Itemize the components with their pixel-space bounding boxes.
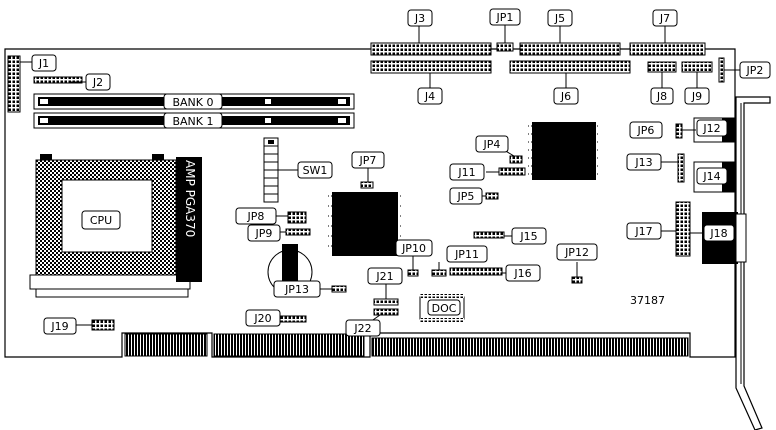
label-j13: J13 [634,156,652,169]
label-j4: J4 [424,90,435,103]
label-j11: J11 [457,166,475,179]
label-doc: DOC [432,302,457,315]
chip-south [332,192,398,256]
jp11-jumper [431,269,447,277]
label-j16: J16 [513,267,531,280]
label-j2: J2 [92,76,103,89]
label-j20: J20 [253,312,271,325]
chip-north [532,122,596,180]
j19-connector [91,319,115,331]
j16-connector [449,267,503,276]
label-jp7: JP7 [359,154,377,167]
jp5-jumper [485,192,499,200]
label-jp12: JP12 [564,246,589,259]
j8-connector [647,61,677,73]
label-j15: J15 [519,230,537,243]
label-j8: J8 [656,90,667,103]
jp6-jumper [675,123,683,139]
label-jp8: JP8 [247,210,265,223]
j6-connector [509,60,631,74]
label-jp6: JP6 [637,124,655,137]
label-j12: J12 [702,122,720,135]
j2-connector [33,76,83,84]
label-j17: J17 [634,225,652,238]
edge-connector-pci [371,337,689,357]
j13-connector [677,153,685,183]
j4-connector [370,60,492,74]
label-j14: J14 [702,170,720,183]
label-j5: J5 [554,12,565,25]
edge-connector-isa-1 [124,333,208,357]
label-j18: J18 [709,227,727,240]
j7-connector [629,42,706,56]
jp7-jumper [360,181,374,189]
label-j3: J3 [414,12,425,25]
j11-connector [498,167,526,176]
jp4-jumper [509,155,523,164]
label-jp2: JP2 [746,64,764,77]
jp12-jumper [571,276,583,284]
label-jp10: JP10 [401,242,426,255]
part-number: 37187 [630,294,665,307]
label-jp5: JP5 [457,190,475,203]
label-j21: J21 [375,270,393,283]
label-j1: J1 [38,57,49,70]
label-jp1: JP1 [496,11,514,24]
label-cpu: CPU [90,214,112,227]
callouts: J3 JP1 J5 J7 J4 J6 J8 J9 JP2 J1 J2 BANK … [31,8,771,337]
label-j9: J9 [691,90,702,103]
cpu-socket [29,154,202,298]
jp10-jumper [407,269,419,277]
jp2-jumper [718,57,725,83]
label-bank1: BANK 1 [172,115,213,128]
j3-connector [370,42,492,56]
label-jp4: JP4 [483,138,501,151]
j1-connector [7,55,21,113]
jp9-jumper [285,228,311,236]
j9-connector [681,61,713,73]
jp8-jumper [287,211,307,224]
label-sw1: SW1 [303,164,328,177]
j17-connector [675,201,691,257]
j22-connector [373,308,399,316]
label-j19: J19 [50,320,68,333]
socket-label: AMP PGA370 [183,160,197,237]
label-j22: J22 [353,322,371,335]
label-j6: J6 [560,90,571,103]
j15-connector [473,231,505,239]
label-jp9: JP9 [255,227,273,240]
jp1-jumper [496,42,514,52]
label-jp13: JP13 [284,283,309,296]
edge-connector-isa-2 [213,333,365,357]
jp13-jumper [331,285,347,293]
label-j7: J7 [659,12,670,25]
io-bracket [735,96,771,430]
label-jp11: JP11 [454,248,479,261]
label-bank0: BANK 0 [172,96,213,109]
j21-connector [373,298,399,306]
j5-connector [519,42,621,56]
j20-connector [277,315,307,323]
